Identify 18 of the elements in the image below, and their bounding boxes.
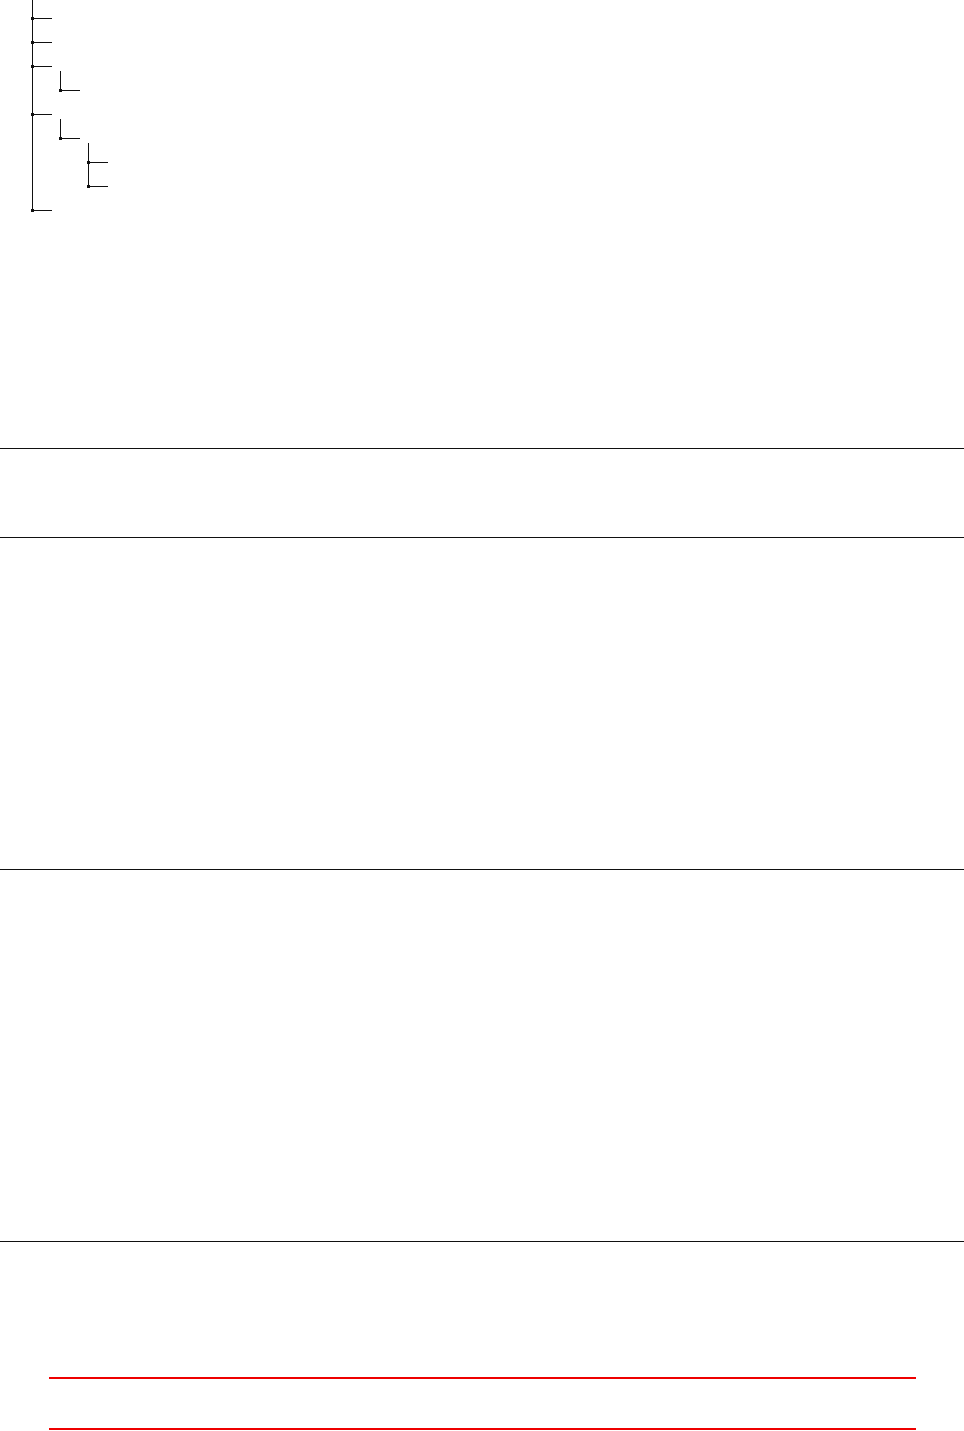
connector-line: [60, 118, 61, 138]
connector-line: [61, 138, 81, 139]
connector-line: [60, 70, 61, 90]
connector-line: [88, 142, 89, 162]
connector-line: [89, 186, 109, 187]
connector-line: [32, 19, 33, 42]
connector-line: [88, 163, 89, 186]
connector-line: [32, 67, 33, 114]
connector-line: [33, 114, 53, 115]
connector-line: [32, 115, 33, 210]
connector-line: [33, 18, 53, 19]
connector-line: [33, 66, 53, 67]
connector-line: [61, 90, 81, 91]
connector-line: [89, 162, 109, 163]
connector-line: [33, 210, 53, 211]
connector-line: [32, 0, 33, 18]
connector-line: [32, 43, 33, 66]
connector-line: [33, 42, 53, 43]
